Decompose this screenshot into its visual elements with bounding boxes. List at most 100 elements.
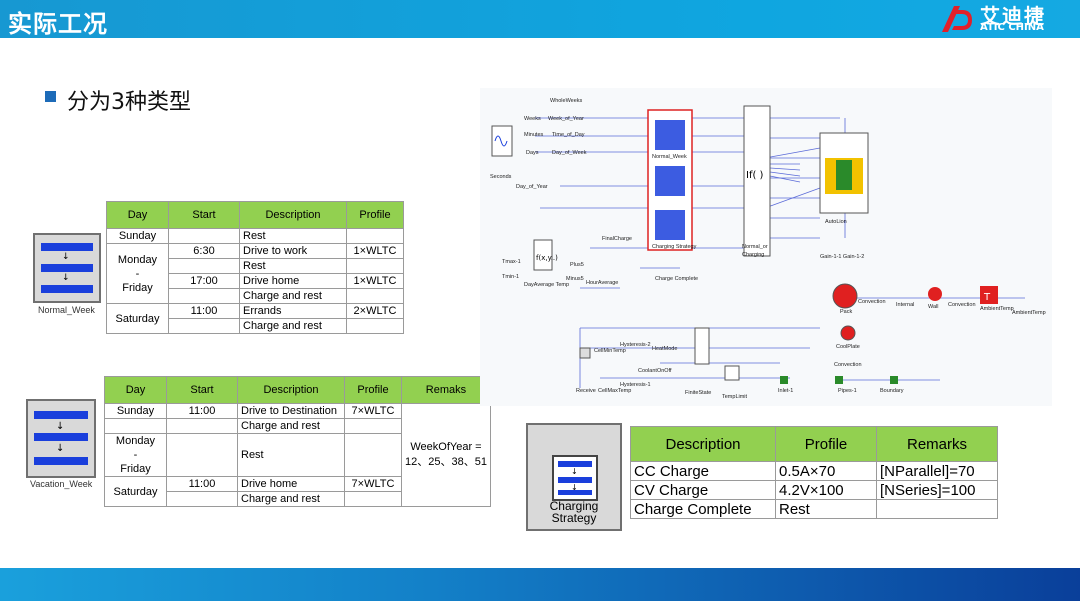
table-cell: 1×WLTC: [346, 273, 404, 289]
diagram-label: Normal_Week: [652, 154, 687, 160]
table-header: Day: [104, 376, 167, 404]
table-cell: Drive to Destination: [237, 403, 345, 419]
table-cell: 1×WLTC: [346, 243, 404, 259]
diagram-label: AmbientTemp: [1012, 310, 1046, 316]
table-cell: 11:00: [168, 303, 240, 319]
diagram-label: Boundary: [880, 388, 904, 394]
diagram-label: Tmax-1: [502, 259, 521, 265]
diagram-label: HourAverage: [586, 280, 618, 286]
diagram-label: Convection: [948, 302, 976, 308]
table-cell: 4.2V×100: [775, 480, 877, 500]
table-header: Remarks: [876, 426, 998, 462]
table-cell: Rest: [239, 228, 347, 244]
table-header: Profile: [775, 426, 877, 462]
logo-english-text: ATIC CHINA: [980, 22, 1044, 33]
diagram-label: Charging Strategy: [652, 244, 697, 250]
table-header: Profile: [344, 376, 402, 404]
table-header: Description: [239, 201, 347, 229]
diagram-label: CoolantOnOff: [638, 368, 672, 374]
diagram-label: Hysteresis-1: [620, 382, 651, 388]
table-cell: Charge and rest: [237, 491, 345, 507]
charging-strategy-table: Description Profile Remarks CC Charge 0.…: [630, 426, 998, 519]
normal-week-label: Normal_Week: [38, 305, 95, 315]
diagram-label: CellMaxTemp: [598, 388, 631, 394]
diagram-label: AmbientTemp: [980, 306, 1014, 312]
diagram-label: Inlet-1: [778, 388, 793, 394]
table-cell: 0.5A×70: [775, 461, 877, 481]
atic-logo-icon: [942, 6, 972, 32]
diagram-label: Time_of_Day: [552, 132, 585, 138]
table-cell: Monday-Friday: [106, 243, 169, 304]
table-cell: Monday-Friday: [104, 433, 167, 477]
table-cell: [876, 499, 998, 519]
table-cell: 11:00: [166, 403, 238, 419]
diagram-label: Week_of_Year: [548, 116, 584, 122]
diagram-label: Convection: [858, 299, 886, 305]
diagram-label: TempLimit: [722, 394, 748, 400]
table-header: Description: [630, 426, 776, 462]
table-cell: Drive to work: [239, 243, 347, 259]
table-cell: Charge and rest: [237, 418, 345, 434]
table-cell: 11:00: [166, 476, 238, 492]
diagram-label: Charge Complete: [655, 276, 698, 282]
diagram-label: Minus5: [566, 276, 584, 282]
diagram-label: CellMinTemp: [594, 348, 626, 354]
diagram-label: Normal_or: [742, 244, 768, 250]
table-cell: Rest: [239, 258, 347, 274]
table-cell: Saturday: [104, 476, 167, 507]
table-cell: Charge Complete: [630, 499, 776, 519]
table-cell: Sunday: [106, 228, 169, 244]
table-cell: 17:00: [168, 273, 240, 289]
table-cell: CC Charge: [630, 461, 776, 481]
diagram-label: Pipes-1: [838, 388, 857, 394]
diagram-label: WholeWeeks: [550, 98, 583, 104]
diagram-label: Minutes: [524, 132, 544, 138]
charging-strategy-block: ↓ ↓ Charging Strategy: [526, 423, 622, 531]
table-cell: 2×WLTC: [346, 303, 404, 319]
diagram-label: Seconds: [490, 174, 512, 180]
diagram-label: FinalCharge: [602, 236, 632, 242]
table-cell: CV Charge: [630, 480, 776, 500]
diagram-label: Receive: [576, 388, 596, 394]
table-cell: 7×WLTC: [344, 476, 402, 492]
diagram-label: FiniteState: [685, 390, 711, 396]
normal-week-block: ↓ ↓: [33, 233, 101, 303]
svg-text:If( ): If( ): [746, 170, 764, 181]
table-header: Description: [237, 376, 345, 404]
table-cell: Charge and rest: [239, 288, 347, 304]
diagram-label: HeatMode: [652, 346, 677, 352]
diagram-label: Plus5: [570, 262, 584, 268]
diagram-label: Days: [526, 150, 539, 156]
vacation-week-block: ↓ ↓: [26, 399, 96, 478]
vacation-week-label: Vacation_Week: [30, 479, 93, 489]
table-header: Start: [166, 376, 238, 404]
diagram-label: AutoLion: [825, 219, 847, 225]
diagram-label: Day_of_Week: [552, 150, 587, 156]
diagram-label: CoolPlate: [836, 344, 860, 350]
page-title: 实际工况: [8, 10, 108, 38]
table-header: Remaks: [401, 376, 491, 404]
table-header: Profile: [346, 201, 404, 229]
table-cell: Rest: [237, 433, 345, 477]
svg-text:T: T: [983, 292, 991, 303]
diagram-label: Pack: [840, 309, 852, 315]
diagram-label: Tmin-1: [502, 274, 519, 280]
logo-chinese-text: 艾迪捷: [980, 4, 1046, 28]
charging-strategy-label: Charging Strategy: [549, 499, 599, 525]
diagram-label: Wall: [928, 304, 939, 310]
table-cell: Drive home: [239, 273, 347, 289]
header-bar: [0, 0, 1080, 38]
table-cell: 6:30: [168, 243, 240, 259]
table-cell: Sunday: [104, 403, 167, 419]
table-header: Start: [168, 201, 240, 229]
diagram-label: Gain-1-1 Gain-1-2: [820, 254, 864, 260]
table-cell: Charge and rest: [239, 318, 347, 334]
table-cell: Errands: [239, 303, 347, 319]
footer-bar: [0, 568, 1080, 601]
table-cell: Saturday: [106, 303, 169, 334]
diagram-label: Charging: [742, 252, 764, 258]
diagram-label: Day_of_Year: [516, 184, 548, 190]
table-cell: [NParallel]=70: [876, 461, 998, 481]
svg-text:f(x,y..): f(x,y..): [536, 254, 558, 262]
